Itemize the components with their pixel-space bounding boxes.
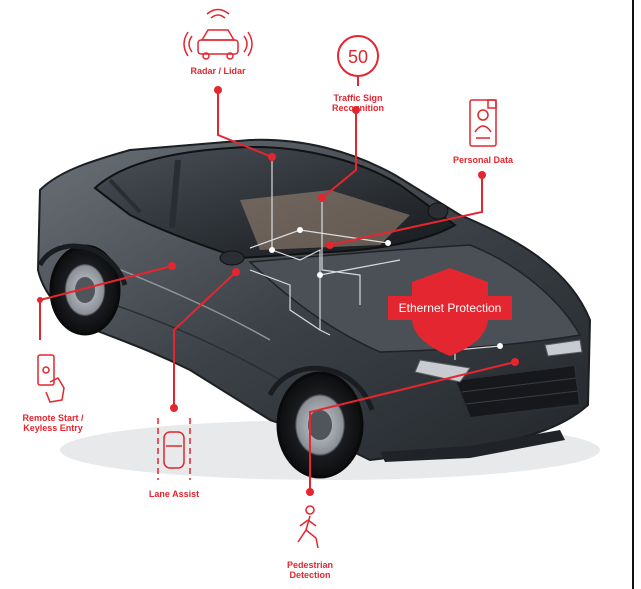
remote-start-label: Remote Start / Keyless Entry bbox=[8, 413, 98, 433]
pedestrian-label: Pedestrian Detection bbox=[270, 560, 350, 580]
user-id-card-icon bbox=[469, 99, 497, 147]
traffic-sign-line1: Traffic Sign bbox=[333, 93, 383, 103]
lane-assist-label: Lane Assist bbox=[134, 489, 214, 499]
car-radar-icon bbox=[183, 8, 253, 60]
speed-limit-value: 50 bbox=[348, 47, 368, 67]
walking-person-icon bbox=[297, 505, 319, 549]
lane-assist-text: Lane Assist bbox=[148, 489, 200, 499]
radar-lidar-label: Radar / Lidar bbox=[178, 66, 258, 76]
node-dots bbox=[269, 227, 503, 349]
remote-start-line2: Keyless Entry bbox=[23, 423, 83, 433]
personal-data-text: Personal Data bbox=[452, 155, 514, 165]
ethernet-protection-banner: Ethernet Protection bbox=[388, 296, 512, 320]
lane-car-icon bbox=[157, 418, 191, 480]
car-illustration bbox=[36, 138, 600, 480]
pedestrian-line2: Detection bbox=[289, 570, 331, 580]
pedestrian-line1: Pedestrian bbox=[286, 560, 334, 570]
remote-start-line1: Remote Start / bbox=[22, 413, 84, 423]
hand-phone-icon bbox=[37, 354, 65, 403]
connector-dots bbox=[37, 86, 519, 496]
traffic-sign-line2: Recognition bbox=[332, 103, 384, 113]
personal-data-label: Personal Data bbox=[443, 155, 523, 165]
traffic-sign-label: Traffic Sign Recognition bbox=[318, 93, 398, 113]
ethernet-protection-text: Ethernet Protection bbox=[398, 301, 502, 315]
speed-limit-sign-icon: 50 bbox=[337, 35, 379, 86]
radar-lidar-text: Radar / Lidar bbox=[190, 66, 246, 76]
right-edge-border bbox=[632, 0, 641, 589]
